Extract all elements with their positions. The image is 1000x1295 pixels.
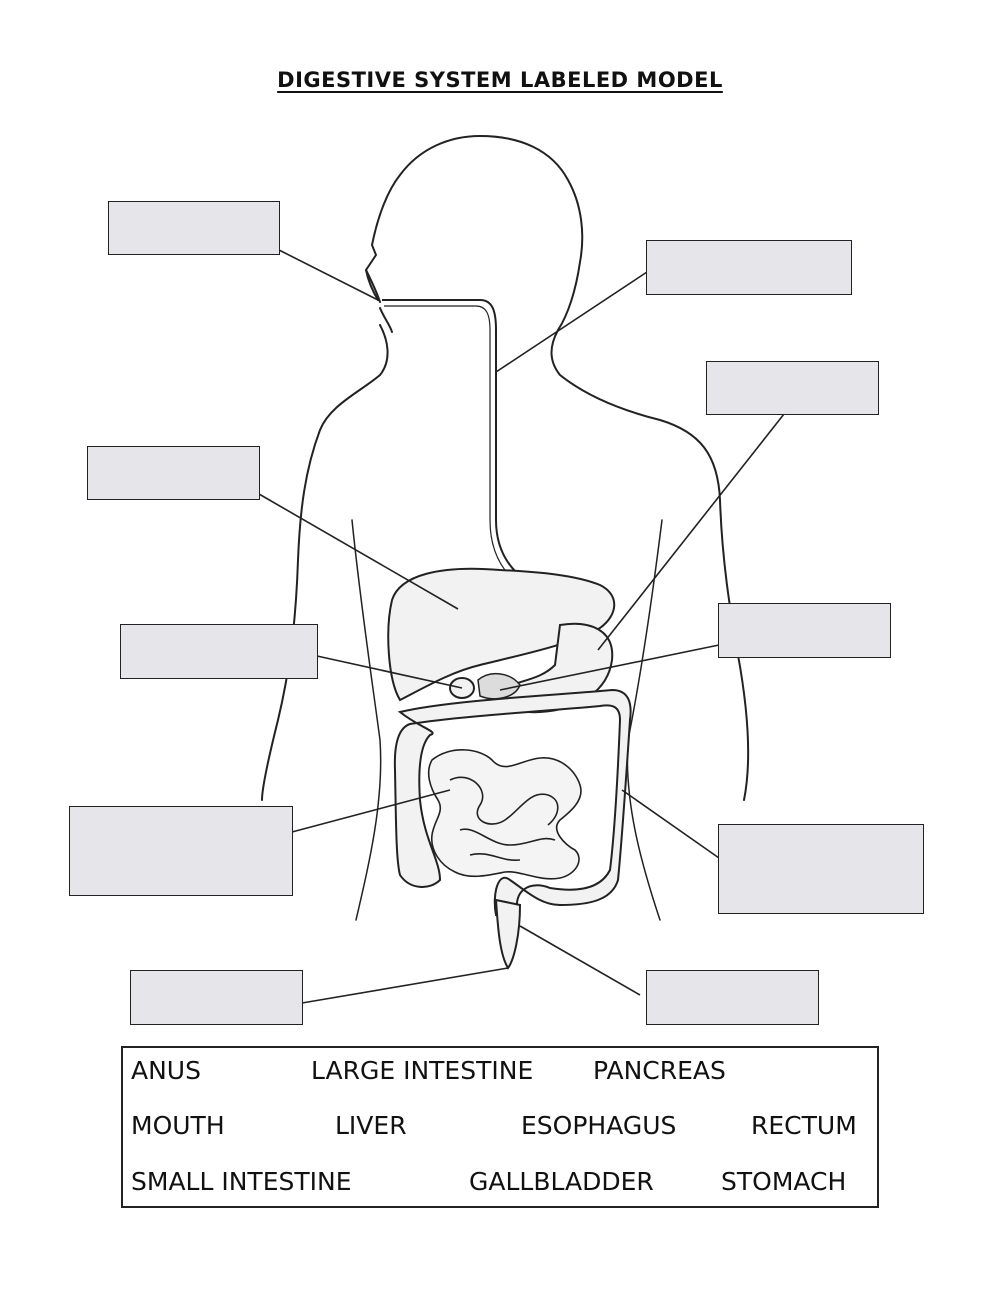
word-bank: ANUS LARGE INTESTINE PANCREAS MOUTH LIVE… xyxy=(121,1046,879,1208)
answer-box-esophagus[interactable] xyxy=(646,240,852,295)
leader-pancreas xyxy=(499,644,720,691)
leader-anus xyxy=(301,967,509,1004)
answer-box-rectum[interactable] xyxy=(646,970,819,1025)
leader-liver xyxy=(258,493,459,610)
answer-box-liver[interactable] xyxy=(87,446,260,500)
answer-box-small-intestine[interactable] xyxy=(69,806,293,896)
leader-stomach xyxy=(597,413,785,651)
left-arm-line xyxy=(351,519,382,921)
answer-box-anus[interactable] xyxy=(130,970,303,1025)
esophagus xyxy=(382,299,541,591)
esophagus-inner xyxy=(384,305,521,586)
answer-box-gallbladder[interactable] xyxy=(120,624,318,679)
word-gallbladder[interactable]: GALLBLADDER xyxy=(469,1167,654,1196)
body-outline xyxy=(365,135,750,801)
leader-gallbladder xyxy=(316,655,463,689)
word-mouth[interactable]: MOUTH xyxy=(131,1111,225,1140)
large-intestine xyxy=(393,688,632,916)
word-esophagus[interactable]: ESOPHAGUS xyxy=(521,1111,677,1140)
rectum xyxy=(494,898,522,970)
answer-box-mouth[interactable] xyxy=(108,201,280,255)
answer-box-pancreas[interactable] xyxy=(718,603,891,658)
word-large-intestine[interactable]: LARGE INTESTINE xyxy=(311,1056,534,1085)
small-intestine xyxy=(427,749,582,880)
word-stomach[interactable]: STOMACH xyxy=(721,1167,847,1196)
leader-rectum xyxy=(519,925,641,996)
chin-outline xyxy=(379,307,393,333)
word-anus[interactable]: ANUS xyxy=(131,1056,201,1085)
right-arm-line xyxy=(626,519,663,921)
word-liver[interactable]: LIVER xyxy=(335,1111,407,1140)
mouth-outline xyxy=(365,269,381,303)
word-rectum[interactable]: RECTUM xyxy=(751,1111,857,1140)
body-outline-left xyxy=(261,324,389,801)
leader-mouth xyxy=(278,249,379,301)
leader-small-intestine xyxy=(291,789,451,833)
word-small-intestine[interactable]: SMALL INTESTINE xyxy=(131,1167,352,1196)
answer-box-stomach[interactable] xyxy=(706,361,879,415)
answer-box-large-intestine[interactable] xyxy=(718,824,924,914)
leader-esophagus xyxy=(495,271,648,373)
leader-large-intestine xyxy=(621,789,720,859)
pancreas xyxy=(477,673,521,700)
word-pancreas[interactable]: PANCREAS xyxy=(593,1056,726,1085)
page-title: DIGESTIVE SYSTEM LABELED MODEL xyxy=(277,68,723,92)
